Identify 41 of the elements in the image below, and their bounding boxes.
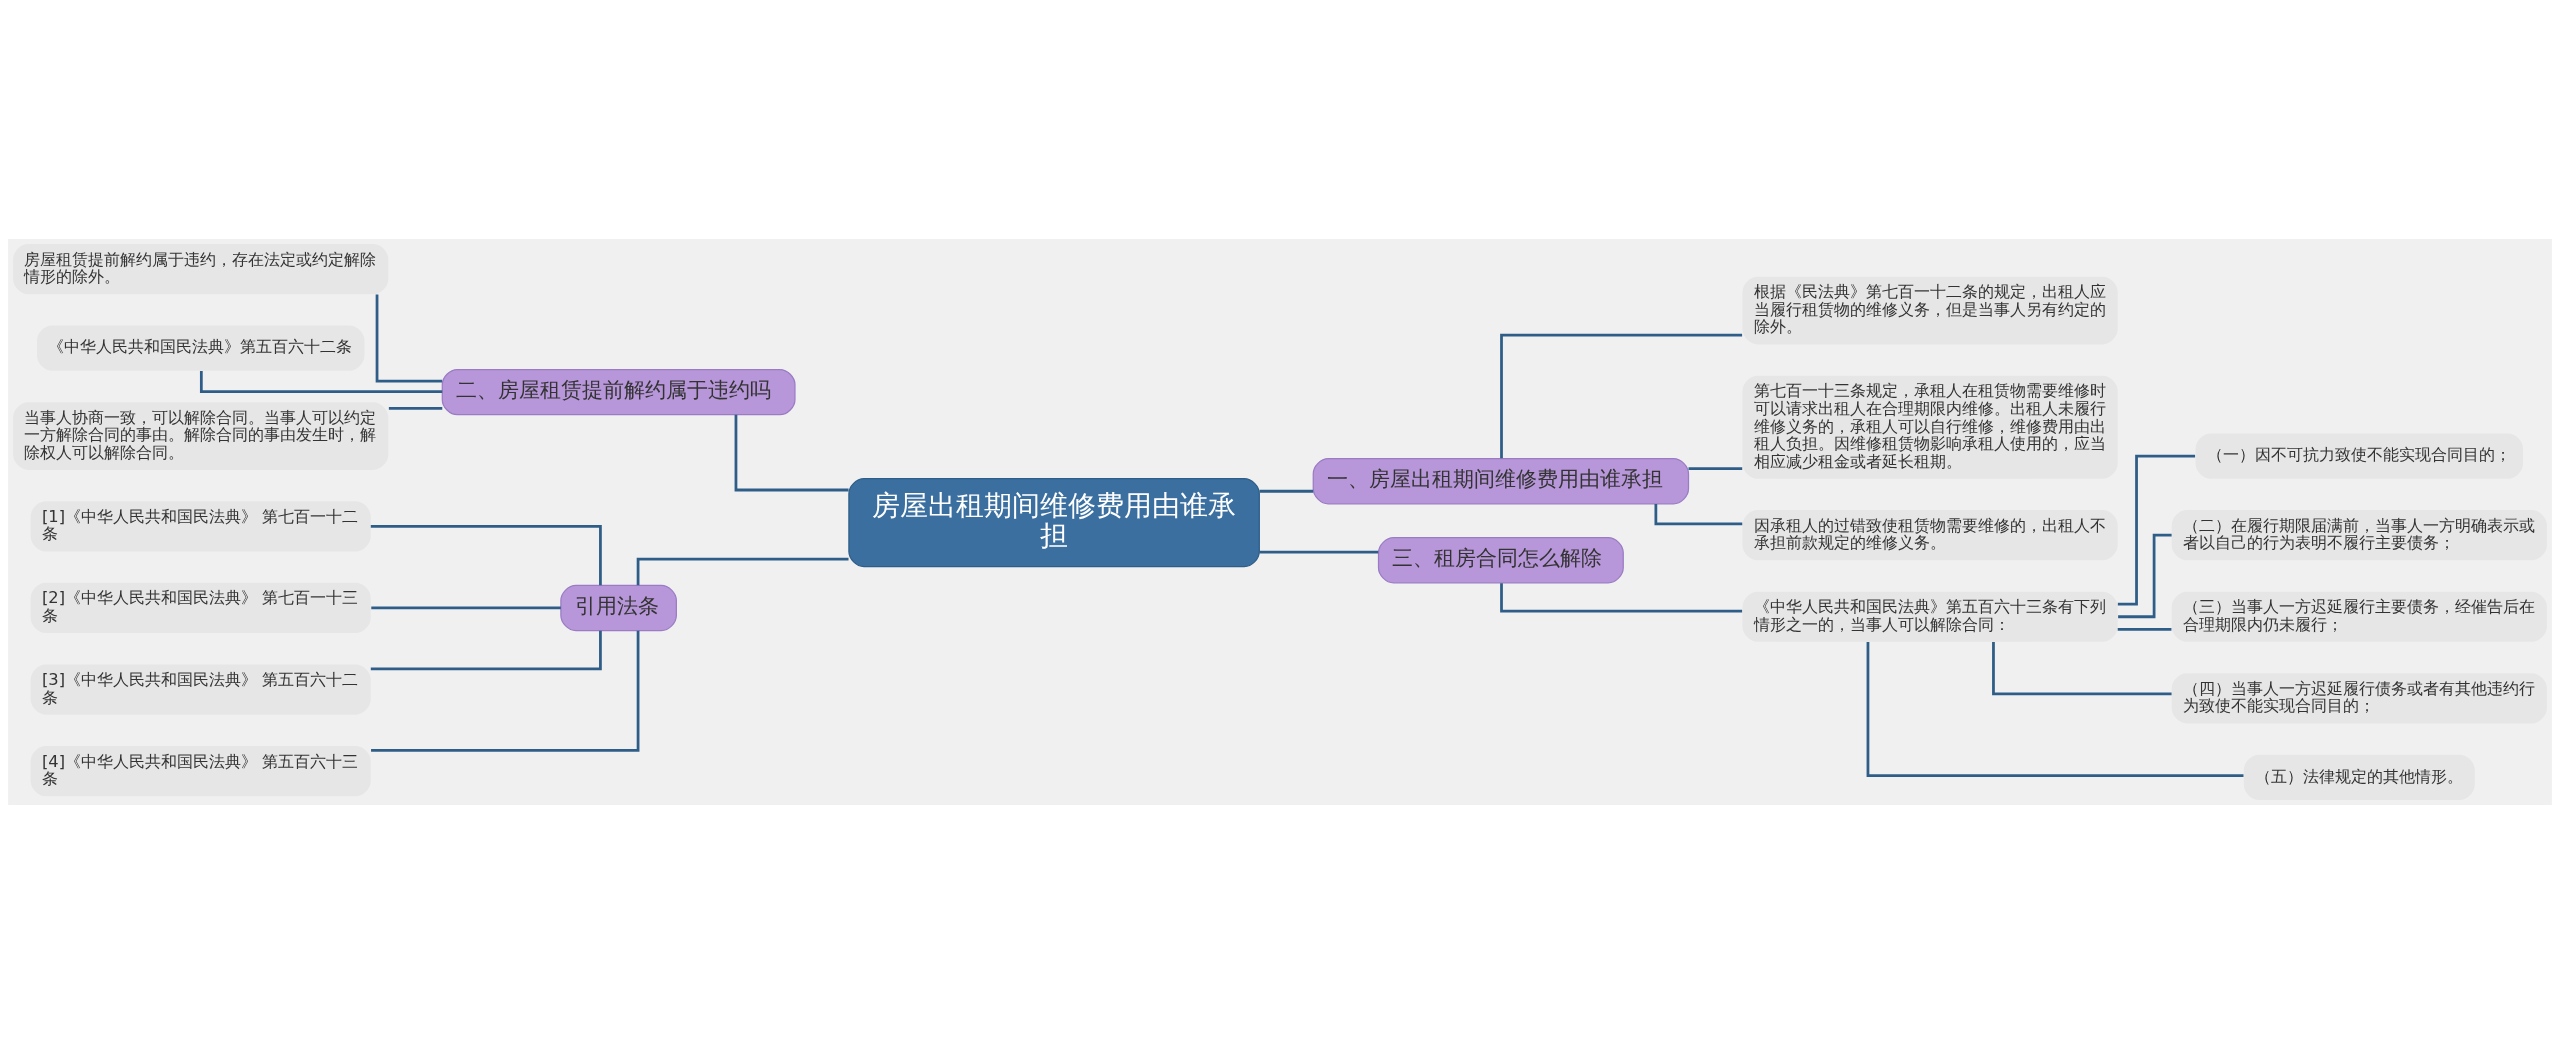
node-box: 房屋出租期间维修费用由谁承担 [848, 478, 1260, 568]
connector [371, 630, 640, 752]
node-box: [4]《中华人民共和国民法典》 第五百六十三条 [30, 746, 371, 797]
connector [370, 525, 602, 586]
node-box: [2]《中华人民共和国民法典》 第七百一十三条 [30, 582, 371, 634]
connector [734, 414, 849, 492]
connector [1688, 467, 1743, 471]
connector [370, 630, 602, 671]
connector [2117, 454, 2196, 606]
node-box: 当事人协商一致，可以解除合同。当事人可以约定一方解除合同的事由。解除合同的事由发生时，解除权人可以解除合同。 [13, 402, 389, 470]
connector [371, 606, 561, 610]
connector [1259, 550, 1379, 554]
connector [375, 294, 443, 383]
connector [1500, 583, 1743, 613]
connector [199, 370, 443, 394]
node-box: 第七百一十三条规定，承租人在租赁物需要维修时可以请求出租人在合理期限内维修。出租人未履行维修义务的，承租人可以自行维修，维修费用由出租人负担。因维修租赁物影响承租人使用的，应当相应减少租金或者延长租期。 [1742, 375, 2118, 479]
node-box: 根据《民法典》第七百一十二条的规定，出租人应当履行租赁物的维修义务，但是当事人另有约定的除外。 [1742, 276, 2118, 345]
node-box: （一）因不可抗力致使不能实现合同目的； [2195, 433, 2524, 479]
node-box: 二、房屋租赁提前解约属于违约吗 [441, 368, 796, 416]
node-box: 《中华人民共和国民法典》第五百六十三条有下列情形之一的，当事人可以解除合同： [1742, 591, 2118, 642]
node-box: [3]《中华人民共和国民法典》 第五百六十二条 [30, 664, 371, 715]
node-box: （二）在履行期限届满前，当事人一方明确表示或者以自己的行为表明不履行主要债务； [2171, 510, 2547, 561]
node-box: [1]《中华人民共和国民法典》 第七百一十二条 [30, 501, 371, 552]
node-box: 房屋租赁提前解约属于违约，存在法定或约定解除情形的除外。 [13, 244, 389, 295]
connector [388, 407, 443, 410]
node-box: 因承租人的过错致使租赁物需要维修的，出租人不承担前款规定的维修义务。 [1742, 510, 2118, 561]
node-box: 《中华人民共和国民法典》第五百六十二条 [36, 325, 365, 371]
connector [636, 557, 849, 586]
connector [1259, 489, 1314, 493]
connector [2118, 533, 2172, 619]
connector [1500, 333, 1743, 459]
node-box: 一、房屋出租期间维修费用由谁承担 [1312, 458, 1690, 505]
node-box: （五）法律规定的其他情形。 [2243, 754, 2475, 800]
connector [1992, 642, 2172, 696]
node-box: 引用法条 [560, 584, 677, 632]
node-box: （四）当事人一方迟延履行债务或者有其他违约行为致使不能实现合同目的； [2171, 673, 2547, 724]
connector [1654, 504, 1743, 526]
node-box: 三、租房合同怎么解除 [1377, 537, 1624, 584]
connector [1866, 641, 2244, 777]
connector [2117, 627, 2172, 631]
node-box: （三）当事人一方迟延履行主要债务，经催告后在合理期限内仍未履行； [2171, 591, 2547, 642]
